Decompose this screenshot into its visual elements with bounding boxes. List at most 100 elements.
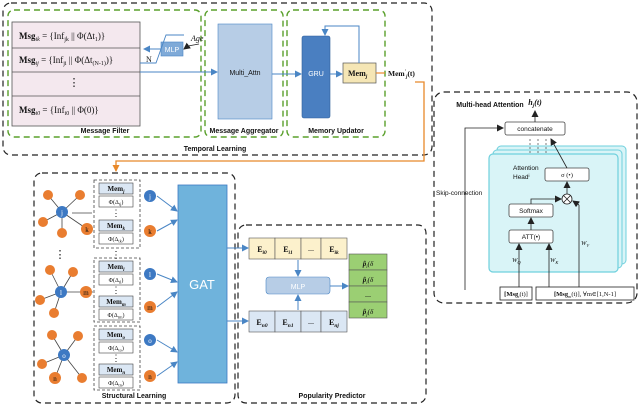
phi-cell — [98, 308, 134, 321]
popularity-dots: ... — [365, 290, 371, 299]
message-row: Msgi0 = {Infi0 || Φ(0)} — [19, 105, 99, 117]
popularity-predictor-section: Ei0 Ei1 ... Eik En0 En1 ... Enj MLP — [227, 224, 427, 404]
graph-node — [80, 286, 92, 298]
graph-node — [47, 330, 57, 340]
phi-cell — [98, 195, 134, 208]
message-ellipsis: ⋮ — [69, 77, 80, 89]
node-to-gat-arrow — [156, 291, 178, 308]
node-to-gat-arrow — [156, 361, 178, 377]
popularity-top: p̂i(δ — [362, 276, 374, 286]
mem-j-label: Memj — [348, 69, 368, 80]
attention-output-label: hj(t) — [528, 98, 542, 109]
mem-node-label: j — [148, 193, 151, 201]
graph-node — [38, 217, 48, 227]
embedding-cell: Eik — [329, 245, 339, 256]
attention-border — [433, 91, 638, 304]
mem-node — [144, 334, 156, 346]
popularity-top: p̂i(δ — [362, 260, 374, 270]
graph-node — [81, 223, 93, 235]
gru-label: GRU — [308, 71, 324, 78]
mem-cell-label: Memj — [108, 185, 126, 195]
softmax-to-multiply-arrow — [530, 195, 562, 204]
mem-cell — [98, 219, 134, 232]
structural-learning-section: j k ⋮ l m — [33, 172, 236, 404]
mem-node — [144, 301, 156, 313]
popularity-predictor-label: Popularity Predictor — [299, 393, 366, 400]
wv-arrow — [572, 200, 580, 208]
graph-node — [45, 265, 55, 275]
mem-node — [144, 190, 156, 202]
graph-node — [43, 190, 53, 200]
graph-group-1: j k — [38, 190, 93, 238]
temporal-learning-border — [2, 2, 433, 156]
gat-box — [177, 184, 228, 384]
embedding-cell: En1 — [282, 318, 293, 329]
mem-dots: ⋮ — [112, 285, 121, 295]
age-label: Age — [190, 34, 204, 43]
sigma-label: σ (•) — [561, 172, 573, 179]
mem-node-label: o — [148, 337, 152, 345]
temporal-learning-section: Msgik = {Infjk || Φ(Δt1)} Msgij = {Infji… — [2, 2, 433, 156]
mem-node-label: k — [148, 228, 152, 236]
graph-node — [49, 308, 59, 318]
input-msg-i — [499, 286, 533, 301]
wv-label: WV — [581, 240, 590, 248]
gru-box — [301, 35, 331, 119]
input-msg-m — [535, 286, 635, 301]
graph-node — [68, 267, 78, 277]
n-label: N — [146, 55, 152, 64]
graph-node-label: k — [85, 226, 89, 234]
phi-cell — [98, 341, 134, 354]
graph-node — [37, 359, 47, 369]
graph-node-label: j — [60, 209, 63, 217]
popularity-output: p̂i(δ p̂i(δ ... p̂j(δ — [348, 253, 388, 319]
graph-node-label: m — [83, 289, 89, 297]
phi-cell-label: Φ(Δto) — [108, 345, 124, 353]
message-filter-label: Message Filter — [81, 128, 130, 135]
mem-cell-label: Memm — [106, 298, 126, 308]
multi-head-attention-section: Multi-head Attention Attention Headi con… — [433, 91, 638, 304]
graph-node — [75, 190, 85, 200]
embedding-cell: Enj — [329, 318, 339, 329]
graph-center-node — [55, 286, 67, 298]
predictor-mlp-label: MLP — [291, 284, 306, 291]
attention-head-label: Attention — [513, 165, 539, 172]
mem-column-dots: ⋮ — [111, 250, 121, 261]
embedding-cell: ... — [308, 317, 314, 326]
input-msg-i-label: [Msgi(t)] — [504, 291, 528, 299]
mem-node-label: m — [147, 304, 153, 312]
message-aggregator-label: Message Aggregator — [210, 128, 279, 135]
phi-cell-label: Φ(Δtk) — [108, 236, 124, 244]
skip-connection-arrow — [464, 124, 504, 290]
concatenate-label: concatenate — [517, 126, 553, 133]
graph-node-label: n — [53, 375, 57, 383]
mem-node-label: l — [149, 271, 151, 279]
phi-cell-label: Φ(Δtj) — [109, 199, 124, 207]
memory-updator-label: Memory Updator — [308, 128, 364, 135]
graph-node — [49, 372, 61, 384]
input-msg-m-label: [Msgm(t)], ∀m∈[1,N-1] — [554, 291, 616, 299]
mem-cell-label: Memo — [107, 331, 126, 341]
mem-node — [144, 370, 156, 382]
graph-center-node — [58, 349, 70, 361]
graph-node — [57, 228, 67, 238]
mem-output-label: Mem'j(t) — [388, 69, 415, 80]
sigma-to-concat-arrow — [550, 138, 568, 169]
mem-dots: ⋮ — [112, 208, 121, 218]
message-row: Msgij = {Infji || Φ(Δt(N-1))} — [19, 55, 113, 67]
graph-node-label: o — [62, 352, 66, 360]
message-row: Msgik = {Infjk || Φ(Δt1)} — [19, 31, 105, 43]
structural-learning-border — [33, 172, 236, 404]
embedding-cell: ... — [308, 244, 314, 253]
message-table — [11, 21, 141, 127]
mem-cell — [98, 295, 134, 308]
attention-head-sub: Headi — [513, 173, 530, 181]
filter-connector — [140, 34, 184, 64]
att-label: ATT(•) — [522, 234, 540, 241]
node-to-gat-arrow — [156, 339, 178, 353]
graph-node — [77, 373, 87, 383]
popularity-bottom: p̂j(δ — [362, 308, 374, 318]
memory-column-3: Memo Φ(Δto) ⋮ Memn Φ(Δtn) o n — [93, 325, 156, 391]
